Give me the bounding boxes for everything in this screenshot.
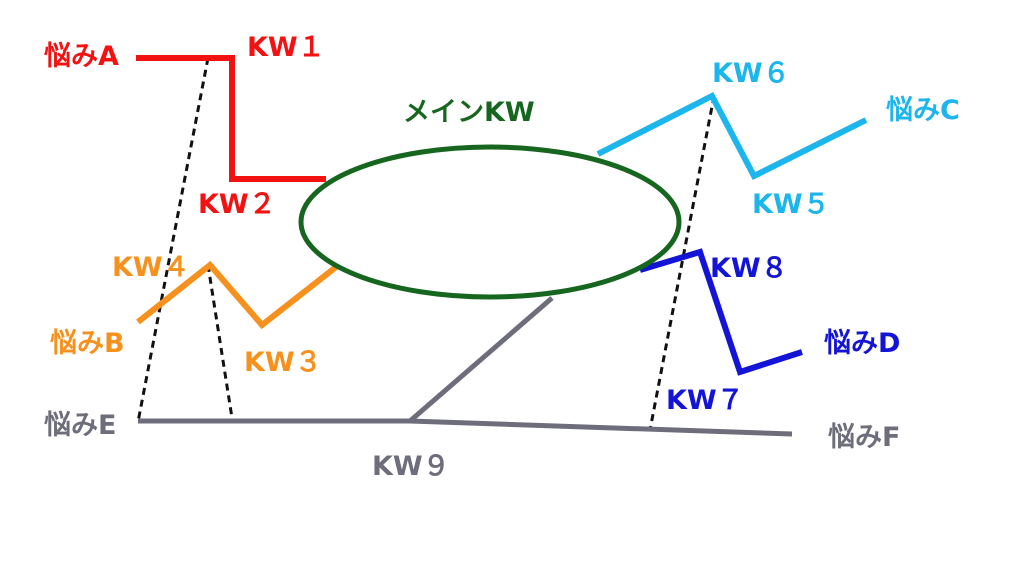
path-kw9-main (408, 296, 554, 423)
kw5-label: KW５ (752, 189, 830, 220)
kw4-label: KW４ (112, 252, 190, 283)
kw9-label: KW９ (372, 451, 450, 482)
kw7-label: KW７ (666, 385, 744, 416)
kw8-label: KW８ (710, 253, 788, 284)
path-worry-b (136, 260, 338, 330)
worry-f-label: 悩みF (828, 422, 900, 453)
worry-b-label: 悩みB (50, 328, 125, 359)
worry-a-label: 悩みA (44, 41, 119, 72)
main-keyword-label: メインKW (403, 97, 535, 128)
kw2-label: KW２ (198, 189, 276, 220)
worry-c-label: 悩みC (886, 95, 960, 126)
path-worry-d (639, 248, 803, 376)
dashed-link-c-f (648, 95, 716, 431)
worry-d-label: 悩みD (824, 328, 900, 359)
path-worry-c (596, 91, 868, 180)
path-worry-a (136, 55, 326, 182)
kw1-label: KW１ (247, 32, 325, 63)
main-keyword-ellipse (298, 144, 682, 300)
kw3-label: KW３ (244, 347, 322, 378)
path-worry-e-f (138, 418, 793, 437)
kw6-label: KW６ (712, 58, 790, 89)
dashed-link-a-e (136, 57, 210, 423)
dashed-link-kw4-e (206, 264, 234, 419)
worry-e-label: 悩みE (44, 410, 116, 441)
